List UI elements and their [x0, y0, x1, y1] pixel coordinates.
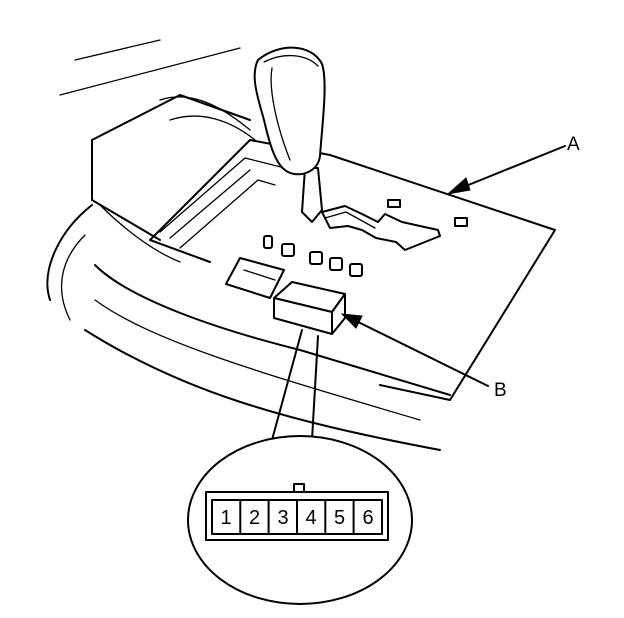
console-outline	[46, 39, 451, 451]
callout-b: B	[340, 313, 507, 401]
callout-a-label: A	[567, 134, 580, 155]
connector-zoom: 1 2 3 4 5 6	[187, 435, 413, 605]
zoom-leader	[271, 329, 319, 441]
callout-a: A	[446, 134, 580, 195]
position-indicators	[263, 235, 363, 277]
pin-5-label: 5	[334, 507, 345, 529]
shift-lever	[253, 46, 326, 223]
pin-1-label: 1	[220, 507, 231, 529]
pin-6-label: 6	[362, 507, 373, 529]
callout-b-label: B	[494, 380, 507, 401]
callout-a-arrowhead	[446, 177, 471, 195]
pin-2-label: 2	[249, 507, 260, 529]
connector-module	[273, 281, 346, 335]
callout-b-arrowhead	[340, 313, 363, 329]
pin-4-label: 4	[305, 507, 316, 529]
pin-3-label: 3	[277, 507, 288, 529]
shift-gate	[321, 199, 468, 251]
switch	[225, 257, 285, 299]
